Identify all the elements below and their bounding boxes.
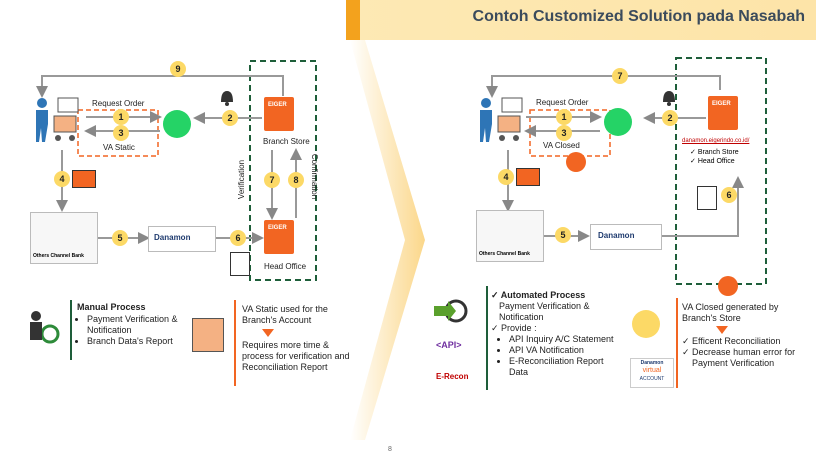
- whatsapp-icon: [163, 110, 191, 138]
- check-icon-bottom: [718, 276, 738, 296]
- head-office-label-right: Head Office: [697, 158, 735, 165]
- arrow-down-icon-right: [716, 326, 728, 334]
- eiger-branch-text-right: EIGER: [712, 101, 731, 107]
- step-5-badge: 5: [112, 230, 128, 246]
- virtual-account-logo: Danamon virtual ACCOUNT: [630, 358, 674, 388]
- danamon-box: [148, 226, 216, 252]
- manual-process-list: Payment Verification & Notification Bran…: [77, 314, 187, 347]
- provide-item: API Inquiry A/C Statement: [509, 334, 621, 345]
- eiger-branch-logo-right: [708, 96, 738, 130]
- others-bank-label: Others Channel Bank: [33, 253, 84, 259]
- va-static-label: VA Static: [103, 143, 135, 152]
- bell-icon: [221, 91, 233, 106]
- customer-cart-icon: [36, 97, 79, 142]
- report-icon: [192, 318, 224, 352]
- danamon-label: Danamon: [154, 233, 191, 242]
- eiger-headoffice-text: EIGER: [268, 225, 287, 231]
- document-icon: [230, 252, 250, 276]
- eiger-branch-text: EIGER: [268, 102, 287, 108]
- danamon-box-right: [590, 224, 662, 250]
- whatsapp-icon-right: [604, 108, 632, 136]
- others-bank-label-right: Others Channel Bank: [479, 251, 530, 257]
- store-url: danamon.eigerindo.co.id/: [682, 138, 750, 144]
- automated-process-block: ✓ Automated Process Payment Verification…: [491, 290, 621, 378]
- branch-store-label-right: Branch Store: [697, 149, 739, 156]
- provide-item: E-Reconciliation Report Data: [509, 356, 621, 378]
- benefit-item: Decrease human error for Payment Verific…: [692, 347, 796, 368]
- step-7-badge: 7: [264, 172, 280, 188]
- provide-item: API VA Notification: [509, 345, 621, 356]
- va-logo-line3: ACCOUNT: [639, 376, 665, 382]
- manual-process-title: Manual Process: [77, 302, 146, 312]
- bell-icon-right: [663, 91, 675, 106]
- step-6-badge: 6: [230, 230, 246, 246]
- automated-process-line: Payment Verification & Notification: [499, 301, 590, 322]
- va-static-note: VA Static used for the Branch's Account: [242, 304, 328, 325]
- note-divider-right: [676, 298, 678, 388]
- arrow-down-icon: [262, 329, 274, 337]
- title-accent: [346, 0, 360, 40]
- chevron-divider: [350, 40, 425, 440]
- va-closed-label: VA Closed: [543, 141, 580, 150]
- handshake-icon: [632, 310, 660, 338]
- benefit-item: Efficent Reconciliation: [692, 336, 781, 346]
- note-divider-left: [234, 300, 236, 386]
- step-3-badge-right: 3: [556, 125, 572, 141]
- right-divider: [486, 286, 488, 390]
- money-icon: [72, 170, 96, 188]
- step-1-badge-right: 1: [556, 109, 572, 125]
- benefit-list: ✓ Efficent Reconciliation ✓ Decrease hum…: [682, 336, 796, 368]
- danamon-label-right: Danamon: [598, 231, 635, 240]
- left-divider: [70, 300, 72, 360]
- verification-label: Verification: [237, 159, 247, 200]
- request-order-label: Request Order: [92, 99, 145, 108]
- automated-process-title: Automated Process: [500, 290, 586, 300]
- va-logo-line2: virtual: [642, 367, 662, 374]
- requires-note: Requires more time & process for verific…: [242, 340, 350, 372]
- request-order-label-right: Request Order: [536, 98, 589, 107]
- step-1-badge: 1: [113, 109, 129, 125]
- manual-item: Payment Verification & Notification: [87, 314, 187, 336]
- others-bank-box-right: [476, 210, 544, 262]
- document-icon-right: [697, 186, 717, 210]
- step-4-badge-right: 4: [498, 169, 514, 185]
- step-5-badge-right: 5: [555, 227, 571, 243]
- branch-store-label: Branch Store: [263, 137, 310, 146]
- gear-arrow-icon: [434, 296, 470, 326]
- page-title: Contoh Customized Solution pada Nasabah: [472, 8, 805, 25]
- step-8-badge: 8: [288, 172, 304, 188]
- gears-person-icon: [26, 308, 60, 344]
- money-icon-right: [516, 168, 540, 186]
- page-number: 8: [388, 446, 392, 453]
- step-4-badge: 4: [54, 171, 70, 187]
- eiger-branch-logo: [264, 97, 294, 131]
- store-checklist: ✓ Branch Store ✓ Head Office: [690, 149, 739, 165]
- manual-item: Branch Data's Report: [87, 336, 187, 347]
- check-icon: [566, 152, 586, 172]
- va-logo-line1: Danamon: [640, 360, 664, 366]
- step-6-badge-right: 6: [721, 187, 737, 203]
- title-bar: [346, 0, 816, 40]
- erecon-logo: E-Recon: [436, 372, 469, 381]
- step-2-badge: 2: [222, 110, 238, 126]
- others-bank-box: [30, 212, 98, 264]
- head-office-label: Head Office: [264, 262, 307, 271]
- provide-label: Provide :: [501, 323, 537, 333]
- confirmation-label: Confirmation: [310, 153, 320, 200]
- eiger-headoffice-logo: [264, 220, 294, 254]
- step-2-badge-right: 2: [662, 110, 678, 126]
- step-3-badge: 3: [113, 125, 129, 141]
- va-closed-note: VA Closed generated by Branch's Store: [682, 302, 779, 323]
- step-7-badge-right: 7: [612, 68, 628, 84]
- api-logo: <API>: [436, 340, 462, 350]
- customer-cart-icon-right: [480, 97, 523, 142]
- step-9-badge: 9: [170, 61, 186, 77]
